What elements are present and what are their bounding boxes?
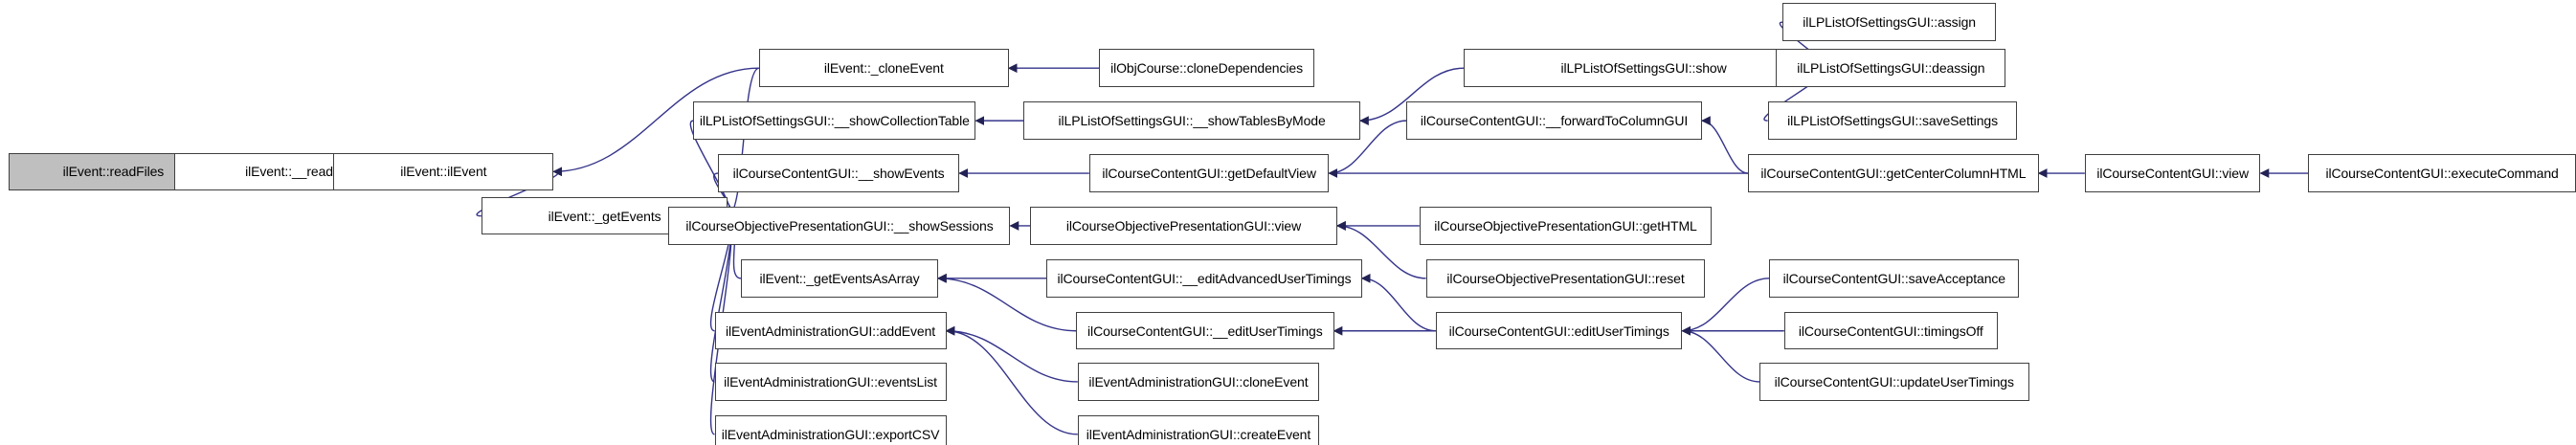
graph-node-editAdvancedUserTimings[interactable]: ilCourseContentGUI::__editAdvancedUserTi… <box>1046 259 1362 298</box>
graph-node-editUserTimings[interactable]: ilCourseContentGUI::__editUserTimings <box>1076 312 1334 350</box>
graph-node-saveAcceptance[interactable]: ilCourseContentGUI::saveAcceptance <box>1769 259 2020 298</box>
graph-node-cpgReset[interactable]: ilCourseObjectivePresentationGUI::reset <box>1425 259 1706 298</box>
graph-node-executeCommand[interactable]: ilCourseContentGUI::executeCommand <box>2308 154 2576 192</box>
edge-editUserTimingsPub-to-editAdvancedUserTimings <box>1360 273 1436 332</box>
graph-node-cpgGetHTML[interactable]: ilCourseObjectivePresentationGUI::getHTM… <box>1419 207 1713 245</box>
graph-node-cpgView[interactable]: ilCourseObjectivePresentationGUI::view <box>1030 207 1337 245</box>
graph-node-showCollectionTable[interactable]: ilLPListOfSettingsGUI::__showCollectionT… <box>693 101 976 140</box>
graph-node-cloneEvent[interactable]: ilEvent::_cloneEvent <box>758 49 1009 87</box>
edge-admCloneEvent-to-addEvent <box>945 325 1078 383</box>
graph-node-getDefaultView[interactable]: ilCourseContentGUI::getDefaultView <box>1088 154 1330 192</box>
graph-node-getCenterColumnHTML[interactable]: ilCourseContentGUI::getCenterColumnHTML <box>1748 154 2039 192</box>
graph-node-forwardToColumnGUI[interactable]: ilCourseContentGUI::__forwardToColumnGUI <box>1406 101 1702 140</box>
edge-getCenterColumnHTML-to-forwardToColumnGUI <box>1701 116 1749 174</box>
graph-node-showEvents[interactable]: ilCourseContentGUI::__showEvents <box>717 154 960 192</box>
graph-node-exportCSV[interactable]: ilEventAdministrationGUI::exportCSV <box>714 415 947 445</box>
graph-node-assign[interactable]: ilLPListOfSettingsGUI::assign <box>1782 3 1997 41</box>
graph-node-admCloneEvent[interactable]: ilEventAdministrationGUI::cloneEvent <box>1077 363 1320 401</box>
graph-node-ilEvent[interactable]: ilEvent::ilEvent <box>333 152 554 191</box>
graph-node-editUserTimingsPub[interactable]: ilCourseContentGUI::editUserTimings <box>1435 312 1683 350</box>
graph-node-addEvent[interactable]: ilEventAdministrationGUI::addEvent <box>714 312 947 350</box>
graph-node-timingsOff[interactable]: ilCourseContentGUI::timingsOff <box>1783 312 1998 350</box>
graph-node-cloneDependencies[interactable]: ilObjCourse::cloneDependencies <box>1099 49 1314 87</box>
graph-node-saveSettings[interactable]: ilLPListOfSettingsGUI::saveSettings <box>1767 101 2018 140</box>
graph-node-getEventsAsArray[interactable]: ilEvent::_getEventsAsArray <box>741 259 938 298</box>
graph-node-updateUserTimings[interactable]: ilCourseContentGUI::updateUserTimings <box>1759 363 2029 401</box>
graph-node-showSessions[interactable]: ilCourseObjectivePresentationGUI::__show… <box>668 207 1011 245</box>
edge-cloneEvent-to-getEvents <box>727 67 760 221</box>
graph-node-deassign[interactable]: ilLPListOfSettingsGUI::deassign <box>1776 49 2006 87</box>
edge-admCreateEvent-to-addEvent <box>945 325 1078 435</box>
graph-node-ccgView[interactable]: ilCourseContentGUI::view <box>2084 154 2261 192</box>
graph-node-lpShow[interactable]: ilLPListOfSettingsGUI::show <box>1464 49 1824 87</box>
edge-updateUserTimings-to-editUserTimingsPub <box>1681 325 1760 383</box>
graph-node-showTablesByMode[interactable]: ilLPListOfSettingsGUI::__showTablesByMod… <box>1023 101 1360 140</box>
graph-node-admCreateEvent[interactable]: ilEventAdministrationGUI::createEvent <box>1077 415 1320 445</box>
graph-node-eventsList[interactable]: ilEventAdministrationGUI::eventsList <box>714 363 947 401</box>
